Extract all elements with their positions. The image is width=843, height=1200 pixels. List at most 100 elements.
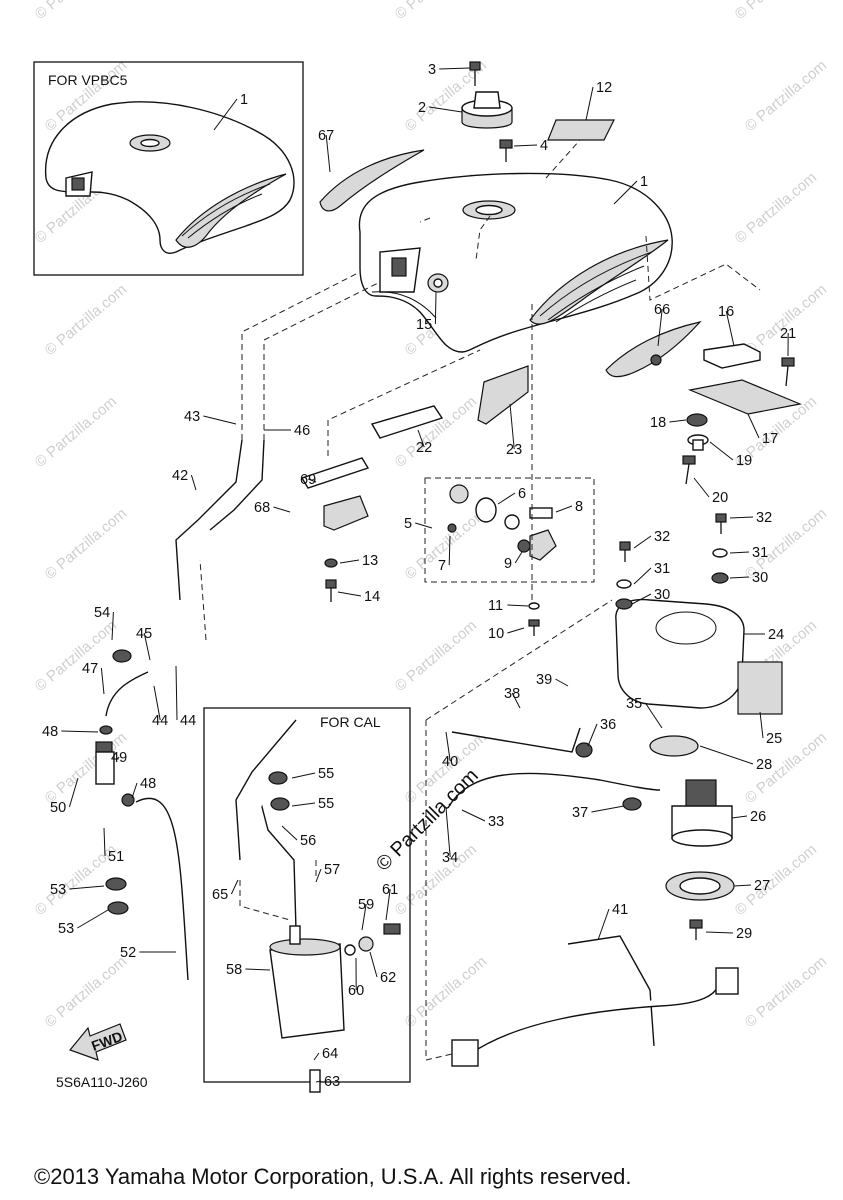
background-watermark: © Partzilla.com [392, 393, 480, 471]
callout-56: 56 [300, 833, 316, 849]
part-sub-tank-24 [615, 598, 745, 709]
callout-29: 29 [736, 926, 752, 942]
leader-line-13 [339, 559, 360, 564]
leader-line-31 [729, 551, 750, 554]
leader-line-67 [325, 134, 331, 173]
leader-line-65 [230, 879, 239, 895]
leader-line-41 [597, 908, 610, 941]
part-bolt-32b [715, 513, 727, 534]
leader-line-37 [591, 805, 625, 813]
callout-16: 16 [718, 304, 734, 320]
leader-line-20 [693, 477, 710, 498]
leader-line-44 [153, 685, 161, 721]
callout-30: 30 [654, 587, 670, 603]
part-washer-13 [324, 558, 338, 568]
part-damper-18 [686, 413, 708, 427]
callout-50: 50 [50, 800, 66, 816]
leader-line-23 [509, 403, 515, 450]
callout-49: 49 [111, 750, 127, 766]
callout-45: 45 [136, 626, 152, 642]
callout-3: 3 [428, 62, 436, 78]
leader-line-12 [585, 86, 594, 121]
callout-25: 25 [766, 731, 782, 747]
leader-line-42 [190, 474, 197, 491]
part-bracket-16 [703, 343, 761, 369]
leader-line-56 [281, 825, 298, 841]
callout-26: 26 [750, 809, 766, 825]
part-bolt-14 [325, 579, 337, 602]
diagram-code: 5S6A110-J260 [56, 1074, 148, 1090]
leader-line-44 [175, 665, 178, 721]
part-bracket-68 [300, 457, 370, 531]
callout-46: 46 [294, 423, 310, 439]
leader-line-30 [631, 593, 652, 605]
leader-line-48 [131, 782, 138, 799]
callout-37: 37 [572, 805, 588, 821]
leader-line-53 [69, 885, 105, 890]
background-watermark: © Partzilla.com [732, 841, 820, 919]
leader-line-3 [439, 67, 471, 70]
callout-19: 19 [736, 453, 752, 469]
leader-line-1 [613, 180, 638, 205]
callout-52: 52 [120, 945, 136, 961]
callout-4: 4 [540, 138, 548, 154]
leader-line-34 [445, 807, 451, 858]
callout-43: 43 [184, 409, 200, 425]
leader-line-18 [669, 419, 687, 423]
part-bolt-4 [499, 139, 513, 162]
leader-line-68 [273, 506, 291, 513]
part-fuel-cap-2 [461, 91, 513, 129]
leader-line-36 [587, 723, 598, 747]
callout-24: 24 [768, 627, 784, 643]
petcock-group-box [424, 477, 595, 583]
background-watermark: © Partzilla.com [32, 617, 120, 695]
callout-14: 14 [364, 589, 380, 605]
leader-line-63 [315, 1080, 322, 1083]
part-filter-49 [95, 741, 115, 785]
callout-7: 7 [438, 558, 446, 574]
leader-line-51 [103, 827, 106, 857]
fwd-label: FWD [89, 1028, 124, 1054]
part-washer-11 [528, 602, 540, 610]
leader-line-22 [417, 429, 425, 448]
leader-line-9 [514, 551, 523, 564]
part-connector-right [715, 967, 739, 995]
part-connector-left [451, 1039, 479, 1067]
callout-5: 5 [404, 516, 412, 532]
callout-66: 66 [654, 302, 670, 318]
callout-6: 6 [518, 486, 526, 502]
part-emblem-66 [605, 321, 702, 378]
callout-28: 28 [756, 757, 772, 773]
leader-line-55 [291, 772, 316, 779]
callout-2: 2 [418, 100, 426, 116]
leader-line-25 [759, 711, 764, 739]
callout-53: 53 [50, 882, 66, 898]
leader-line-2 [429, 106, 463, 113]
leader-line-26 [731, 815, 748, 819]
background-watermark: © Partzilla.com [392, 617, 480, 695]
background-watermark: © Partzilla.com [742, 953, 830, 1031]
leader-line-11 [507, 604, 529, 607]
leader-line-40 [445, 731, 451, 762]
callout-9: 9 [504, 556, 512, 572]
callout-36: 36 [600, 717, 616, 733]
leader-line-10 [507, 627, 525, 634]
clamps [99, 649, 642, 915]
leader-line-61 [385, 888, 391, 921]
callout-40: 40 [442, 754, 458, 770]
inset-cal: FOR CAL [203, 707, 411, 1093]
inset-vpbc5-title: FOR VPBC5 [48, 72, 128, 88]
callout-18: 18 [650, 415, 666, 431]
callout-65: 65 [212, 887, 228, 903]
callout-58: 58 [226, 962, 242, 978]
leader-line-4 [513, 144, 538, 147]
callout-27: 27 [754, 878, 770, 894]
callout-53: 53 [58, 921, 74, 937]
leader-line-27 [733, 884, 752, 887]
leader-line-43 [203, 415, 237, 425]
leader-line-16 [725, 310, 735, 347]
background-watermark: © Partzilla.com [42, 729, 130, 807]
callout-22: 22 [416, 440, 432, 456]
callout-20: 20 [712, 490, 728, 506]
